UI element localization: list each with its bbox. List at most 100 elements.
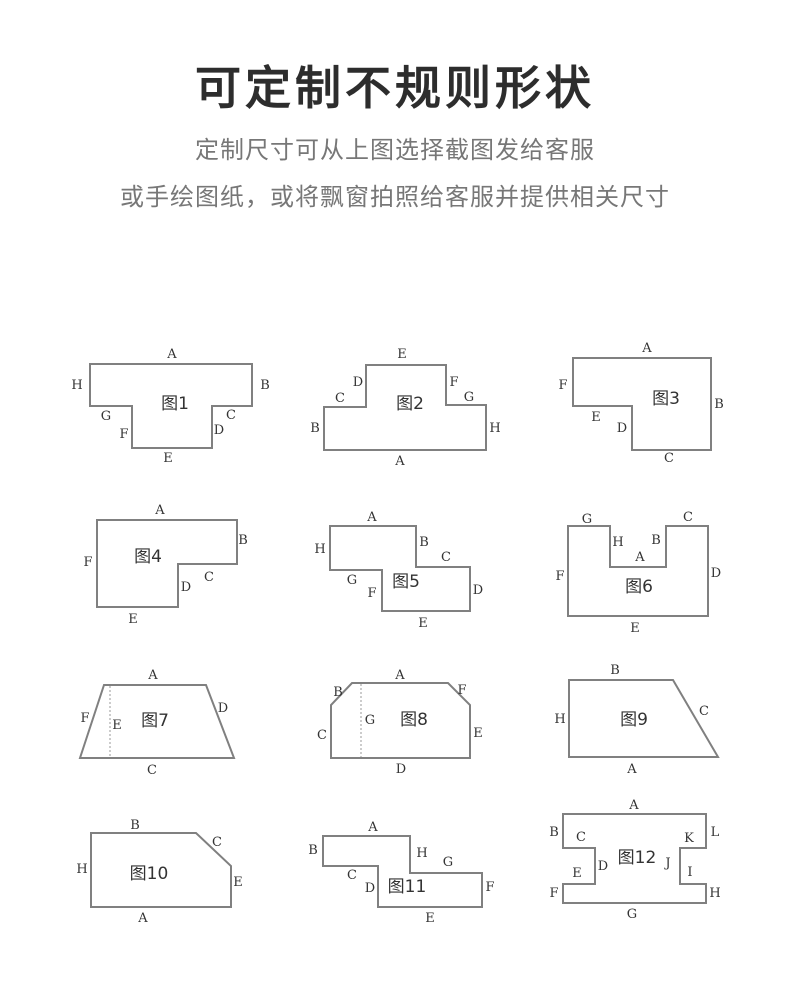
figure-8-edge-e: E	[473, 726, 483, 741]
figure-12-edge-b: B	[549, 825, 559, 840]
figure-2-edge-d: D	[353, 375, 363, 390]
figure-7-edge-f: F	[80, 711, 89, 726]
figure-6: 图6 G H A B C D E F	[555, 510, 721, 636]
figure-1-label: 图1	[161, 394, 189, 414]
figure-11: 图11 A B C D H G F E	[308, 820, 494, 926]
figure-11-edge-h: H	[416, 846, 427, 861]
figure-12-edge-l: L	[711, 825, 720, 840]
figure-1-edge-c: C	[226, 408, 236, 423]
figure-8-edge-a: A	[394, 668, 405, 683]
figure-12-edge-c: C	[576, 830, 586, 845]
figure-4-edge-e: E	[128, 612, 138, 627]
figure-10-label: 图10	[130, 864, 169, 884]
figure-2-edge-h: H	[489, 421, 500, 436]
figure-12-outline	[562, 813, 707, 904]
figure-10-edge-a: A	[137, 911, 148, 926]
figure-1-edge-g: G	[101, 409, 111, 424]
figure-12-edge-d: D	[598, 859, 608, 874]
figure-7-edge-d: D	[218, 701, 228, 716]
figure-6-edge-c: C	[683, 510, 693, 525]
figure-7-edge-c: C	[147, 763, 157, 778]
figure-5-edge-f: F	[367, 586, 376, 601]
figure-1-edge-d: D	[214, 423, 224, 438]
figure-6-outline	[567, 525, 709, 617]
figure-4-edge-b: B	[238, 533, 248, 548]
figure-8-label: 图8	[400, 710, 428, 730]
subtitle-line-1: 定制尺寸可从上图选择截图发给客服	[195, 136, 595, 164]
figure-8-edge-c: C	[317, 728, 327, 743]
figure-2-label: 图2	[396, 394, 424, 414]
figure-7-edge-e: E	[112, 718, 122, 733]
figure-4-edge-c: C	[204, 570, 214, 585]
figure-5-outline	[329, 525, 471, 612]
figure-10-edge-b: B	[130, 818, 140, 833]
figure-6-edge-a: A	[634, 550, 645, 565]
figure-9-edge-a: A	[626, 762, 637, 777]
figure-8-edge-g: G	[365, 713, 375, 728]
figure-4-edge-f: F	[83, 555, 92, 570]
figure-4-label: 图4	[134, 547, 162, 567]
figure-12-label: 图12	[618, 848, 657, 868]
figure-10-edge-c: C	[212, 835, 222, 850]
figure-6-edge-f: F	[555, 569, 564, 584]
figure-12-edge-h: H	[709, 886, 720, 901]
figure-2-edge-a: A	[394, 454, 405, 469]
figure-2-edge-e: E	[397, 347, 407, 362]
figure-8-edge-d: D	[396, 762, 406, 777]
figure-2-edge-b: B	[310, 421, 320, 436]
figure-10-edge-e: E	[233, 875, 243, 890]
figure-4-edge-d: D	[181, 580, 191, 595]
figure-1-edge-b: B	[260, 378, 270, 393]
figure-7-label: 图7	[141, 711, 169, 731]
figure-2: 图2 E D C B A H G F	[310, 347, 500, 469]
figure-11-edge-f: F	[485, 880, 494, 895]
figure-1-edge-e: E	[163, 451, 173, 466]
figure-5-edge-e: E	[418, 616, 428, 631]
figure-1-outline	[89, 363, 253, 449]
figure-12-edge-j: J	[663, 856, 670, 871]
figure-2-edge-g: G	[464, 390, 474, 405]
figure-5-edge-h: H	[314, 542, 325, 557]
figure-11-label: 图11	[388, 877, 427, 897]
page-title: 可定制不规则形状	[195, 61, 595, 115]
figure-7: 图7 A D C F E	[78, 668, 236, 778]
figure-5-edge-c: C	[441, 550, 451, 565]
figure-7-outline	[78, 684, 236, 759]
figure-6-label: 图6	[625, 577, 653, 597]
figure-3-edge-e: E	[591, 410, 601, 425]
figure-3-edge-f: F	[558, 378, 567, 393]
figure-4-edge-a: A	[154, 503, 165, 518]
subtitle-line-2: 或手绘图纸，或将飘窗拍照给客服并提供相关尺寸	[120, 183, 670, 211]
figure-11-edge-g: G	[443, 855, 453, 870]
figure-8-edge-b: B	[333, 685, 343, 700]
figure-5: 图5 A B C D E F G H	[314, 510, 483, 631]
figure-11-edge-c: C	[347, 868, 357, 883]
figure-3-edge-d: D	[617, 421, 627, 436]
figure-5-edge-g: G	[347, 573, 357, 588]
figure-12-edge-k: K	[684, 831, 694, 846]
figure-6-edge-d: D	[711, 566, 721, 581]
figure-3-label: 图3	[652, 389, 680, 409]
figure-6-edge-h: H	[612, 535, 623, 550]
figure-7-edge-a: A	[147, 668, 158, 683]
figure-2-edge-f: F	[449, 375, 458, 390]
figure-5-edge-d: D	[473, 583, 483, 598]
figure-3-outline	[572, 357, 712, 451]
figure-5-edge-a: A	[366, 510, 377, 525]
figure-11-edge-b: B	[308, 843, 318, 858]
figure-10-edge-h: H	[76, 862, 87, 877]
figure-9-label: 图9	[620, 710, 648, 730]
figure-10: 图10 B C E A H	[76, 818, 242, 926]
figure-8-outline	[330, 682, 471, 759]
figure-9: 图9 B C A H	[554, 663, 720, 777]
figure-12-edge-a: A	[628, 798, 639, 813]
figure-1-edge-a: A	[166, 347, 177, 362]
figure-1-edge-h: H	[71, 378, 82, 393]
figure-9-edge-b: B	[610, 663, 620, 678]
figure-5-edge-b: B	[419, 535, 429, 550]
figure-11-edge-a: A	[367, 820, 378, 835]
figure-9-edge-c: C	[699, 704, 709, 719]
figure-12-edge-f: F	[549, 886, 558, 901]
figure-3-edge-b: B	[714, 397, 724, 412]
